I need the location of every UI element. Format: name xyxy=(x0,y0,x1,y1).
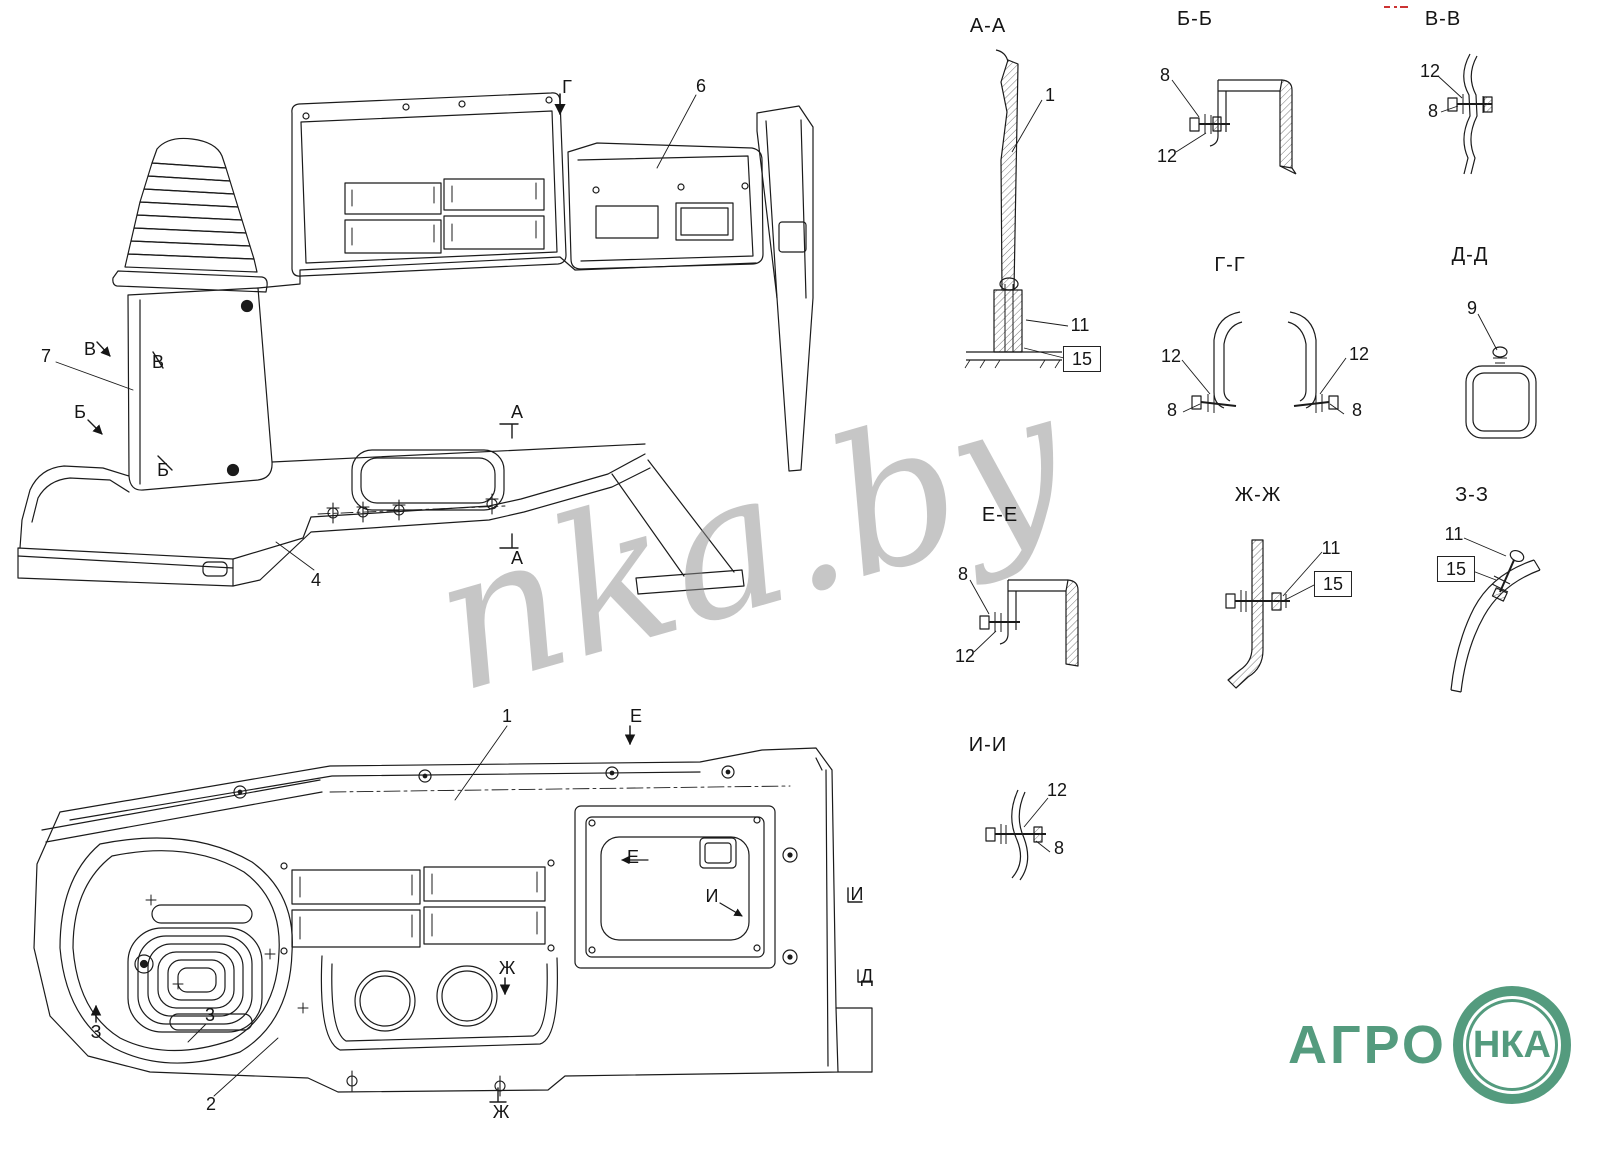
rear-shelf-panel xyxy=(567,142,764,270)
section-gg-callout-12-right: 12 xyxy=(1348,344,1370,364)
section-marker-g: Г xyxy=(562,77,572,97)
lower-sill xyxy=(17,465,234,587)
section-ii-callout-8: 8 xyxy=(1053,838,1065,858)
logo-text-agro: АГРО xyxy=(1288,1015,1447,1075)
section-zh-callout-11: 11 xyxy=(1321,538,1341,558)
part-callout-1: 1 xyxy=(501,706,513,726)
logo-circle: НКА xyxy=(1452,986,1571,1104)
section-aa-title: А-А xyxy=(969,15,1007,37)
part-callout-7: 7 xyxy=(40,346,52,366)
section-ee-callout-12: 12 xyxy=(954,646,976,666)
agronka-logo: АГРО НКА xyxy=(1288,986,1571,1104)
section-vv-callout-12: 12 xyxy=(1419,61,1441,81)
section-zz-callout-15: 15 xyxy=(1436,556,1476,582)
center-plates xyxy=(280,859,555,955)
gear-boot-bellows xyxy=(112,137,268,293)
section-bb-drawing xyxy=(1171,79,1297,175)
part-callout-4: 4 xyxy=(310,570,322,590)
plan-view-drawing xyxy=(33,725,873,1103)
section-marker-v-inner: В xyxy=(151,352,165,372)
speaker-holes-panel xyxy=(320,955,558,1051)
handle-cutout xyxy=(351,449,505,511)
section-marker-d: Д xyxy=(860,966,874,986)
plan-bolts xyxy=(346,1070,506,1097)
section-bb-callout-8: 8 xyxy=(1159,65,1171,85)
section-dd-title: Д-Д xyxy=(1451,244,1489,266)
section-aa-callout-1: 1 xyxy=(1044,85,1056,105)
side-view-section-marks xyxy=(55,93,697,571)
section-gg-callout-12-left: 12 xyxy=(1160,346,1182,366)
section-marker-i-left: И xyxy=(705,886,719,906)
section-marker-i-right: И xyxy=(850,884,864,904)
section-ee-drawing xyxy=(969,579,1079,667)
section-zz-callout-11: 11 xyxy=(1444,524,1464,544)
section-zz-drawing xyxy=(1450,537,1541,693)
section-dd-drawing xyxy=(1465,313,1537,439)
section-dd-callout-9: 9 xyxy=(1466,298,1478,318)
section-bb-title: Б-Б xyxy=(1177,8,1213,30)
section-ii-title: И-И xyxy=(968,734,1008,756)
top-frame xyxy=(291,92,567,277)
section-aa-callout-15: 15 xyxy=(1062,346,1102,372)
section-marker-zh-bottom: Ж xyxy=(492,1102,510,1122)
plan-view-section-marks xyxy=(90,725,873,1103)
section-marker-e-top: Е xyxy=(629,706,643,726)
section-marker-b-outer: Б xyxy=(74,402,86,422)
section-vv-callout-8: 8 xyxy=(1427,101,1439,121)
section-ee-title: Е-Е xyxy=(981,504,1019,526)
side-view-drawing xyxy=(17,92,814,595)
section-gg-callout-8-right: 8 xyxy=(1351,400,1363,420)
section-marker-z: З xyxy=(90,1022,102,1042)
section-marker-v-outer: В xyxy=(83,339,97,359)
section-zh-title: Ж-Ж xyxy=(1234,484,1282,506)
logo-text-nka: НКА xyxy=(1472,1023,1551,1066)
section-ii-callout-12: 12 xyxy=(1046,780,1068,800)
section-gg-callout-8-left: 8 xyxy=(1166,400,1178,420)
part-callout-3: 3 xyxy=(204,1005,216,1025)
section-zh-callout-15: 15 xyxy=(1313,571,1353,597)
section-aa-callout-11: 11 xyxy=(1070,315,1090,335)
section-zh-drawing xyxy=(1225,539,1323,689)
left-recess xyxy=(59,837,309,1064)
section-bb-callout-12: 12 xyxy=(1156,146,1178,166)
section-gg-title: Г-Г xyxy=(1214,254,1246,276)
floor-mid-panel xyxy=(232,256,757,595)
part-callout-2: 2 xyxy=(205,1094,217,1114)
section-vv-title: В-В xyxy=(1424,8,1462,30)
section-marker-b-inner: Б xyxy=(157,460,169,480)
section-ee-callout-8: 8 xyxy=(957,564,969,584)
section-marker-e-inner: Е xyxy=(626,847,640,867)
section-marker-zh-top: Ж xyxy=(498,958,516,978)
section-marker-a-top: А xyxy=(510,402,524,422)
hatch-lid xyxy=(574,805,798,969)
console-side-panel xyxy=(127,287,273,491)
section-ii-drawing xyxy=(985,789,1051,881)
section-aa-drawing xyxy=(964,49,1069,369)
section-gg-drawing xyxy=(1181,311,1347,415)
right-tall-panel xyxy=(756,105,814,472)
section-marker-a-bottom: А xyxy=(510,548,524,568)
section-zz-title: З-З xyxy=(1455,484,1489,506)
part-callout-6: 6 xyxy=(695,76,707,96)
floor-bolts xyxy=(317,493,506,524)
section-vv-drawing xyxy=(1437,53,1493,175)
